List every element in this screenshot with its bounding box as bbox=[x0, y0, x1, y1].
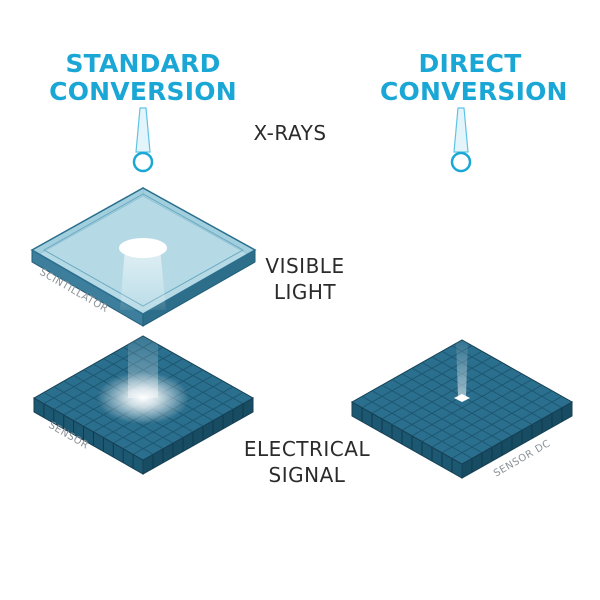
sensor-direct bbox=[350, 339, 574, 479]
label-electrical-line1: ELECTRICAL bbox=[243, 437, 371, 461]
sensor-standard bbox=[32, 330, 255, 475]
title-direct-line2: CONVERSION bbox=[380, 77, 568, 106]
label-electrical-line2: SIGNAL bbox=[268, 463, 346, 487]
title-standard-line2: CONVERSION bbox=[49, 77, 237, 106]
title-standard-conversion: STANDARD CONVERSION bbox=[48, 50, 238, 106]
label-electrical-signal: ELECTRICAL SIGNAL bbox=[232, 436, 382, 488]
label-visible-line1: VISIBLE bbox=[265, 254, 345, 278]
label-xrays: X-RAYS bbox=[230, 120, 350, 146]
title-direct-line1: DIRECT bbox=[418, 49, 522, 78]
scintillator-glow bbox=[119, 238, 167, 310]
title-standard-line1: STANDARD bbox=[65, 49, 221, 78]
xray-source-icon-standard bbox=[132, 107, 154, 173]
label-visible-light: VISIBLE LIGHT bbox=[255, 253, 355, 305]
label-xrays-text: X-RAYS bbox=[253, 121, 327, 145]
label-visible-line2: LIGHT bbox=[273, 280, 337, 304]
xray-source-icon-direct bbox=[450, 107, 472, 173]
title-direct-conversion: DIRECT CONVERSION bbox=[380, 49, 568, 106]
